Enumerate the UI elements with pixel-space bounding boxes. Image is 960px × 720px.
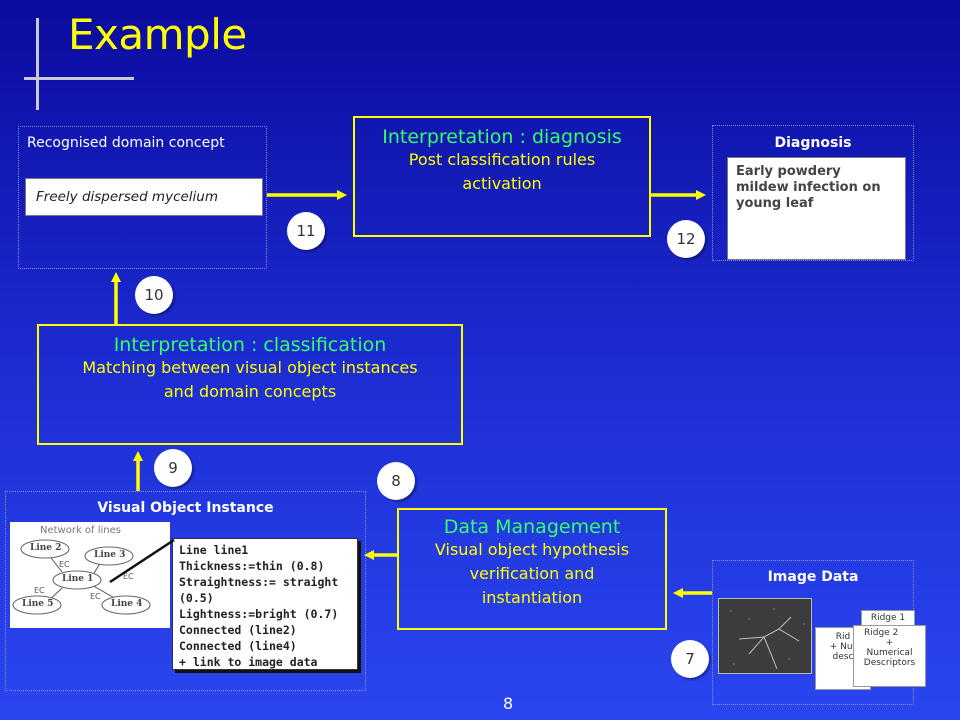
detail-line-2: Straightness:= straight	[179, 575, 339, 589]
node-label-line2: Line 2	[30, 543, 62, 553]
ridge-card-front-line1: +	[885, 638, 894, 648]
network-graph	[12, 539, 151, 615]
ridge-card-back-left-line0: Rid	[835, 632, 851, 642]
microscope-image	[718, 598, 812, 674]
node-line1	[52, 570, 102, 590]
data-management-line1: Visual object hypothesis	[434, 540, 630, 559]
network-label: Network of lines	[40, 525, 122, 536]
edge-label-1: EC	[59, 560, 70, 569]
ridge-card-back-left-line2: desc	[832, 652, 854, 662]
title-decoration-vertical	[36, 18, 39, 110]
detail-line-5: Connected (line2)	[179, 623, 297, 637]
diagnosis-interpretation-box: Interpretation : diagnosis Post classifi…	[353, 116, 651, 237]
data-management-line3: instantiation	[481, 588, 583, 607]
classification-interpretation-line2: and domain concepts	[163, 382, 337, 401]
line-details-text: Line line1 Thickness:=thin (0.8) Straigh…	[173, 539, 357, 673]
edge-label-2: EC	[123, 572, 134, 581]
diagnosis-interpretation-line2: activation	[462, 174, 542, 193]
edge-label-3: EC	[34, 586, 45, 595]
node-line5	[12, 595, 62, 615]
recognised-concept-panel: Recognised domain concept Freely dispers…	[18, 126, 267, 269]
recognised-concept-value: Freely dispersed mycelium	[36, 189, 219, 205]
edge-label-4: EC	[90, 592, 101, 601]
ridge-card-front-line0: Ridge 2	[864, 628, 899, 638]
ridge-card-front: Ridge 2 + Numerical Descriptors	[853, 625, 926, 687]
detail-line-1: Thickness:=thin (0.8)	[179, 559, 325, 573]
visual-object-panel: Visual Object Instance	[5, 491, 366, 691]
diagnosis-result-card: Early powdery mildew infection on young …	[727, 157, 906, 260]
node-line3	[84, 546, 134, 566]
ridge-card-front-line3: Descriptors	[863, 658, 916, 668]
detail-line-4: Lightness:=bright (0.7)	[179, 607, 339, 621]
step-circle-11: 11	[287, 212, 325, 250]
data-management-line2: verification and	[469, 564, 595, 583]
node-line4	[101, 595, 151, 615]
step-circle-7: 7	[671, 640, 709, 678]
node-label-line4: Line 4	[111, 599, 143, 609]
classification-interpretation-box: Interpretation : classification Matching…	[37, 324, 463, 445]
image-data-title: Image Data	[767, 569, 859, 585]
diagnosis-result-text: Early powdery mildew infection on young …	[736, 164, 881, 211]
node-label-line3: Line 3	[94, 550, 126, 560]
ridge-card-front-line2: Numerical	[866, 648, 913, 658]
microscope-image-lines	[730, 608, 805, 670]
node-label-line5: Line 5	[22, 599, 54, 609]
diagnosis-interpretation-line1: Post classification rules	[408, 150, 596, 169]
diagnosis-interpretation-heading: Interpretation : diagnosis	[382, 126, 622, 148]
detail-line-0: Line line1	[179, 543, 249, 557]
recognised-concept-value-card: Freely dispersed mycelium	[25, 178, 263, 216]
step-circle-9: 9	[154, 449, 192, 487]
ridge-card-back-right-line0: Ridge 1	[870, 613, 906, 623]
classification-interpretation-line1: Matching between visual object instances	[82, 358, 418, 377]
detail-line-3: (0.5)	[179, 591, 214, 605]
page-title: Example	[68, 10, 247, 59]
node-label-line1: Line 1	[62, 574, 94, 584]
step-circle-10: 10	[135, 276, 173, 314]
ridge-card-back-left-line1: + Nur	[829, 642, 857, 652]
line-details-card: Line line1 Thickness:=thin (0.8) Straigh…	[172, 538, 358, 670]
node-line2	[20, 539, 70, 559]
diagnosis-panel: Diagnosis Early powdery mildew infection…	[712, 125, 914, 261]
detail-line-6: Connected (line4)	[179, 639, 297, 653]
detail-line-7: + link to image data	[179, 655, 318, 669]
page-number: 8	[503, 694, 514, 713]
step-circle-8: 8	[377, 462, 415, 500]
recognised-concept-title: Recognised domain concept	[27, 135, 225, 151]
classification-interpretation-heading: Interpretation : classification	[113, 334, 387, 356]
diagnosis-panel-title: Diagnosis	[774, 135, 852, 151]
data-management-heading: Data Management	[443, 516, 621, 538]
data-management-box: Data Management Visual object hypothesis…	[397, 508, 667, 630]
pointer-line1-to-details	[109, 538, 175, 584]
visual-object-title: Visual Object Instance	[97, 500, 274, 516]
network-card: Network of lines Line 2 Line 3 Line 1 Li…	[10, 522, 170, 628]
step-circle-12: 12	[667, 220, 705, 258]
title-decoration-horizontal	[24, 77, 134, 80]
